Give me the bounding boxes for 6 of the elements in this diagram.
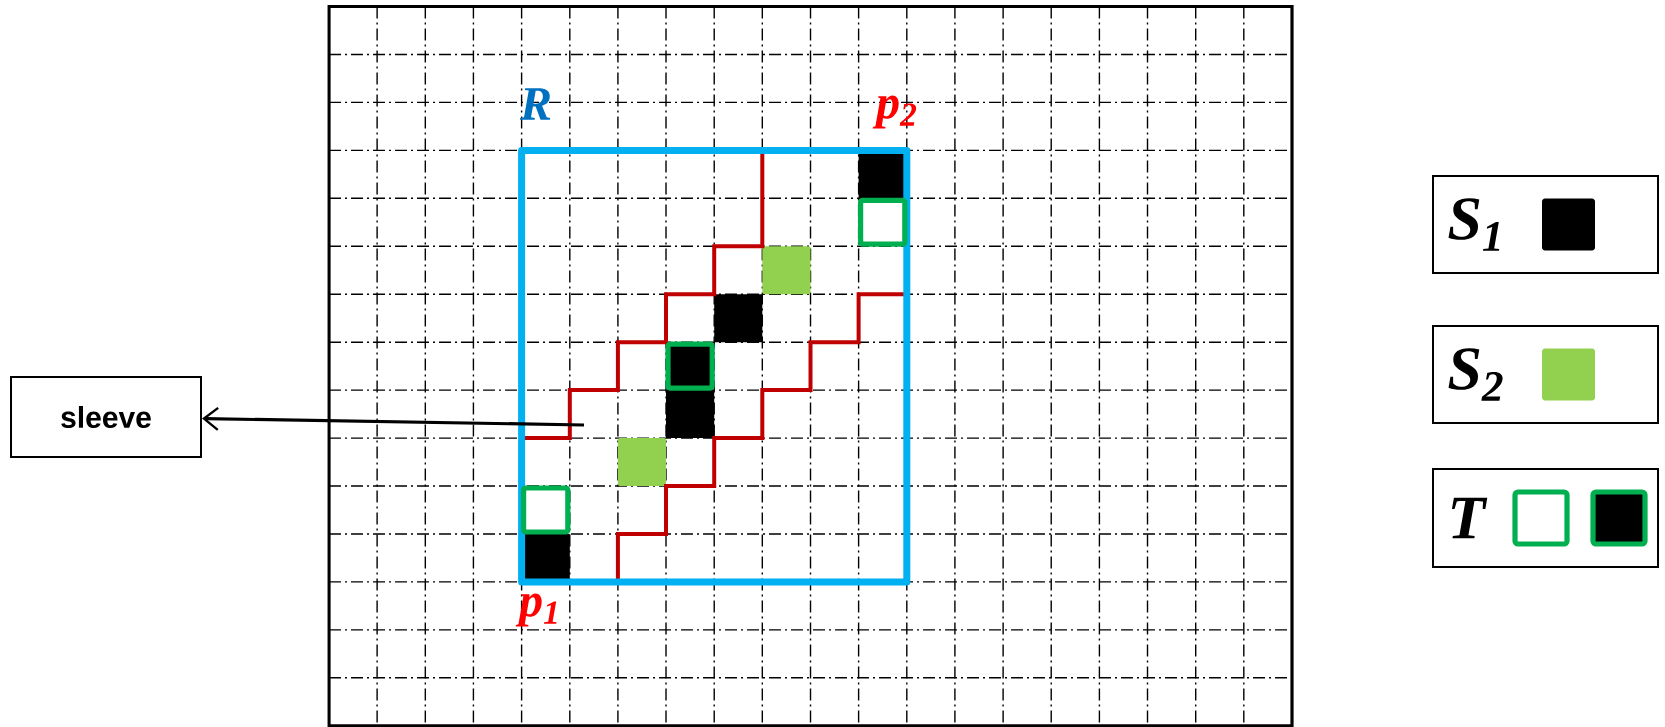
legend-box: S$_{2}$ <box>1432 325 1659 424</box>
point-label: p$_{2}$ <box>872 95 917 129</box>
legend-box: T <box>1432 468 1659 568</box>
legend-box: S$_{1}$ <box>1432 175 1659 274</box>
leader-line <box>202 406 585 431</box>
label-box: sleeve <box>10 376 202 458</box>
